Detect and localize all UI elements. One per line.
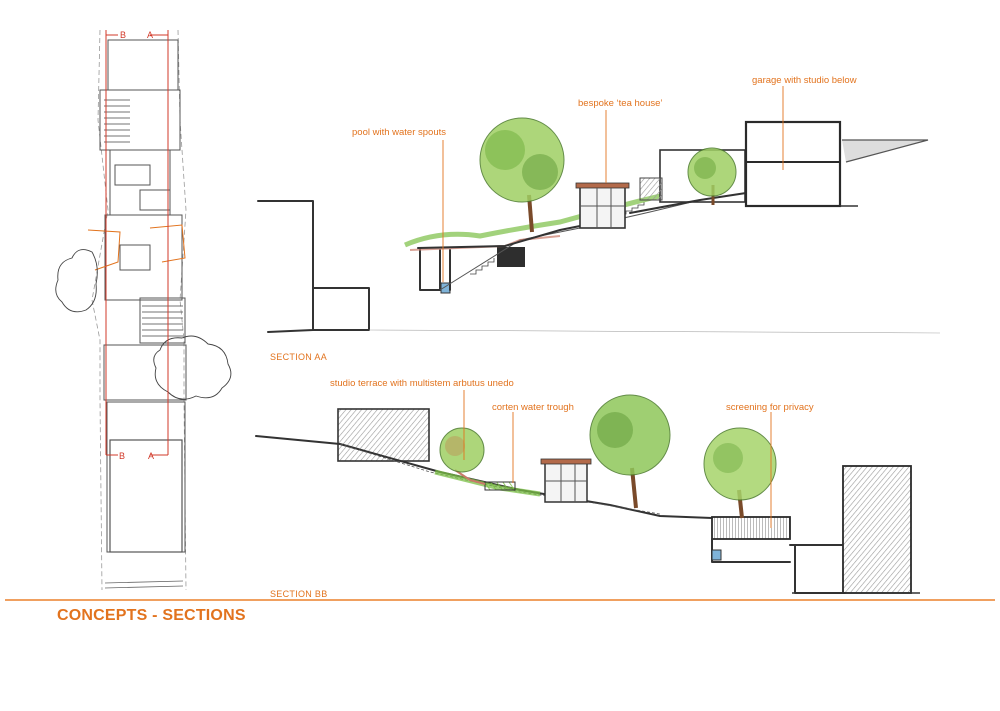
plan-mark-b-top: B xyxy=(120,30,126,40)
plan-mark-b-bottom: B xyxy=(119,451,125,461)
annotation-screening: screening for privacy xyxy=(726,402,814,413)
annotation-tea-house: bespoke ‘tea house’ xyxy=(578,98,663,109)
privacy-screen xyxy=(711,516,791,540)
plan-mark-a-bottom: A xyxy=(148,451,154,461)
tree-bb-3 xyxy=(703,427,777,501)
footer-divider xyxy=(5,599,995,601)
plan-mark-a-top: A xyxy=(147,30,153,40)
section-aa-label: SECTION AA xyxy=(270,352,327,362)
site-plan: B A B A xyxy=(55,29,232,591)
section-bb-label: SECTION BB xyxy=(270,589,328,599)
tree-bb-arbutus xyxy=(439,427,485,473)
tea-house xyxy=(579,185,626,229)
annotation-pool: pool with water spouts xyxy=(352,127,446,138)
section-aa: pool with water spouts bespoke ‘tea hous… xyxy=(257,75,941,362)
page-title: CONCEPTS - SECTIONS xyxy=(57,607,246,624)
annotation-terrace: studio terrace with multistem arbutus un… xyxy=(330,378,514,389)
studio-pavilion xyxy=(544,461,588,503)
annotation-trough: corten water trough xyxy=(492,402,574,413)
section-bb: studio terrace with multistem arbutus un… xyxy=(255,378,920,599)
garage xyxy=(744,120,842,208)
annotation-garage: garage with studio below xyxy=(752,75,857,86)
pool-steps xyxy=(497,247,525,267)
